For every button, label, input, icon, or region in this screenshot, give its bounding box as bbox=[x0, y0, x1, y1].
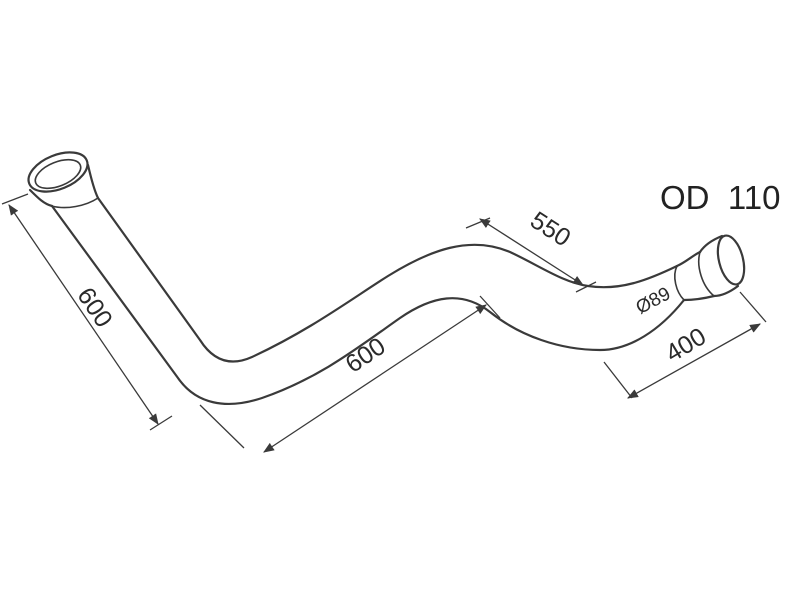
dimension-label-right-end: 400 bbox=[661, 322, 711, 367]
dimension-left-riser: 600 bbox=[1, 193, 173, 431]
dimension-label-left-riser: 600 bbox=[71, 282, 118, 332]
inlet-socket bbox=[27, 151, 100, 209]
outer-diameter-label: OD 110 bbox=[660, 179, 780, 216]
dimension-middle-run: 600 bbox=[199, 295, 501, 453]
pipe-wall-upper bbox=[96, 196, 679, 363]
dimension-label-middle-run: 600 bbox=[340, 332, 390, 379]
dimension-upper-offset: 550 bbox=[465, 206, 597, 293]
pipe-wall-lower bbox=[50, 204, 686, 405]
pipe-diameter-label: Ø89 bbox=[633, 283, 675, 318]
dimension-label-upper-offset: 550 bbox=[525, 206, 575, 252]
outlet-socket bbox=[674, 234, 746, 302]
exhaust-pipe bbox=[27, 151, 746, 405]
